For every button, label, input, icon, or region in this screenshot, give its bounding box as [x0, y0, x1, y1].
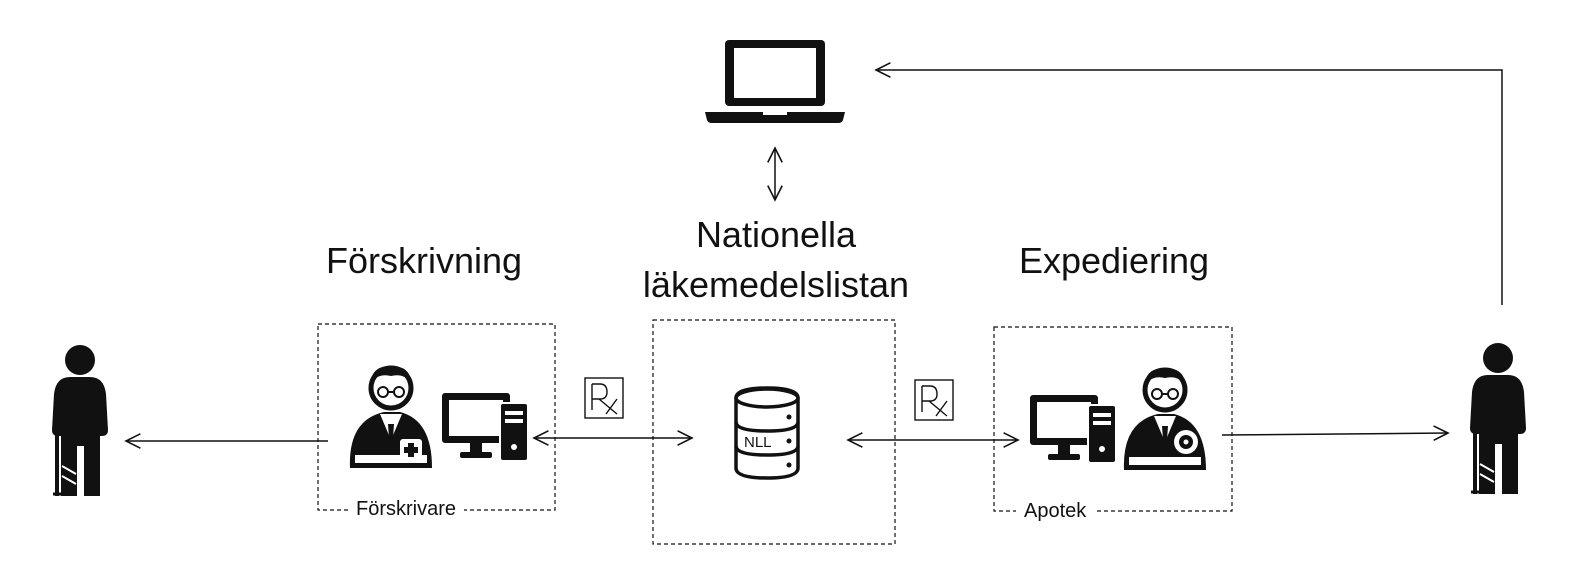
pharmacy-box: [993, 326, 1233, 512]
heading-prescribing: Förskrivning: [325, 240, 523, 281]
pharmacy-to-patient-arrow: [1221, 433, 1448, 435]
desktop-computer-left-icon: [442, 393, 529, 462]
doctor-icon: [349, 365, 432, 468]
patient-left-icon: [52, 345, 108, 496]
patient-right-icon: [1470, 343, 1526, 494]
pharmacist-icon: [1123, 367, 1206, 470]
heading-nll-line2: läkemedelslistan: [642, 264, 910, 305]
desktop-computer-right-icon: [1030, 395, 1117, 464]
patient-to-laptop-arrow: [876, 70, 1503, 305]
database-icon: NLL: [734, 386, 800, 480]
pharmacy-box-label: Apotek: [1016, 500, 1095, 523]
database-label: NLL: [744, 434, 772, 451]
heading-nll-line1: Nationella: [695, 214, 857, 255]
prescriber-box-label: Förskrivare: [348, 498, 465, 521]
laptop-icon: [705, 40, 845, 123]
rx-symbol-right-icon: [914, 379, 954, 421]
rx-symbol-left-icon: [584, 377, 624, 419]
heading-dispensing: Expediering: [1018, 240, 1210, 281]
